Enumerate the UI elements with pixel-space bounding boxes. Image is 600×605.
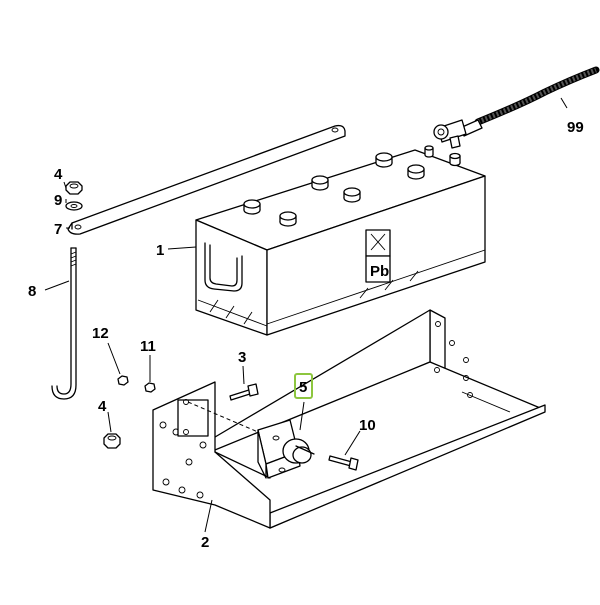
callout-10: 10: [359, 417, 376, 434]
nut-11: [144, 382, 156, 393]
callout-3: 3: [238, 349, 246, 366]
j-bolt: [51, 247, 77, 400]
bolt-3: [229, 383, 259, 401]
battery-tray: [152, 309, 546, 529]
callout-5-highlight: [294, 373, 313, 399]
callout-2: 2: [201, 534, 209, 551]
callout-8: 8: [28, 283, 36, 300]
alignment-line: [187, 401, 259, 433]
hold-down-strap: [67, 124, 346, 235]
callout-1: 1: [156, 242, 164, 259]
callout-99: 99: [567, 119, 584, 136]
washer: [65, 201, 83, 211]
battery-caps: [243, 145, 461, 227]
callout-11: 11: [140, 338, 156, 355]
battery: Pb: [195, 145, 486, 336]
nut-bottom: [103, 433, 121, 449]
leader-lines: [44, 97, 568, 533]
battery-cable: [433, 66, 600, 149]
nut-top: [65, 181, 83, 195]
battery-isolator-switch: [257, 419, 315, 479]
bolt-10: [328, 455, 359, 471]
callout-7: 7: [54, 221, 62, 238]
battery-pb-label: Pb: [370, 263, 389, 280]
callout-4-top: 4: [54, 166, 63, 183]
callout-12: 12: [92, 325, 109, 342]
callout-9: 9: [54, 192, 62, 209]
nut-12: [117, 375, 129, 386]
callout-4-bottom: 4: [98, 398, 107, 415]
callout-5: 5: [299, 379, 307, 396]
